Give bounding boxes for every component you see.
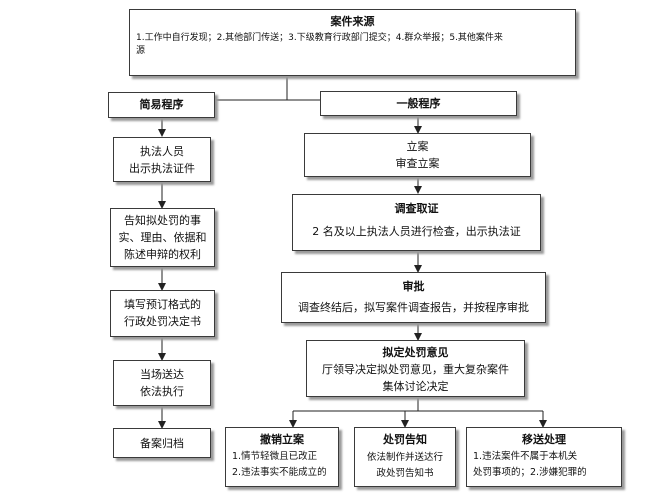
- simple-step-fill-decision: 填写预订格式的 行政处罚决定书: [110, 290, 215, 337]
- case-source-line2: 源: [136, 46, 146, 56]
- simple-step-archive: 备案归档: [113, 428, 211, 458]
- branch-revoke-filing: 撤销立案 1.情节轻微且已改正 2.违法事实不能成立的: [225, 427, 339, 487]
- simple-step-inform-rights: 告知拟处罚的事 实、理由、依据和 陈述申辩的权利: [110, 208, 215, 267]
- simple-program-header: 简易程序: [108, 92, 215, 118]
- case-source-box: 案件来源 1.工作中自行发现；2.其他部门传送；3.下级教育行政部门提交；4.群…: [129, 9, 576, 76]
- general-step-investigation: 调查取证 2 名及以上执法人员进行检查，出示执法证: [292, 194, 541, 251]
- case-source-title: 案件来源: [330, 15, 375, 28]
- general-step-approval: 审批 调查终结后，拟写案件调查报告，并按程序审批: [281, 272, 546, 323]
- simple-step-deliver-execute: 当场送达 依法执行: [113, 360, 211, 406]
- branch-penalty-notice: 处罚告知 依法制作并送达行 政处罚告知书: [354, 427, 456, 487]
- simple-step-show-credentials: 执法人员 出示执法证件: [113, 137, 211, 182]
- branch-transfer: 移送处理 1.违法案件不属于本机关 处罚事项的；2.涉嫌犯罪的: [466, 427, 622, 487]
- case-source-line1: 1.工作中自行发现；2.其他部门传送；3.下级教育行政部门提交；4.群众举报；5…: [136, 33, 503, 43]
- general-step-filing: 立案 审查立案: [304, 133, 531, 177]
- general-program-header: 一般程序: [320, 91, 517, 116]
- general-step-penalty-opinion: 拟定处罚意见 厅领导决定拟处罚意见，重大复杂案件 集体讨论决定: [306, 340, 525, 397]
